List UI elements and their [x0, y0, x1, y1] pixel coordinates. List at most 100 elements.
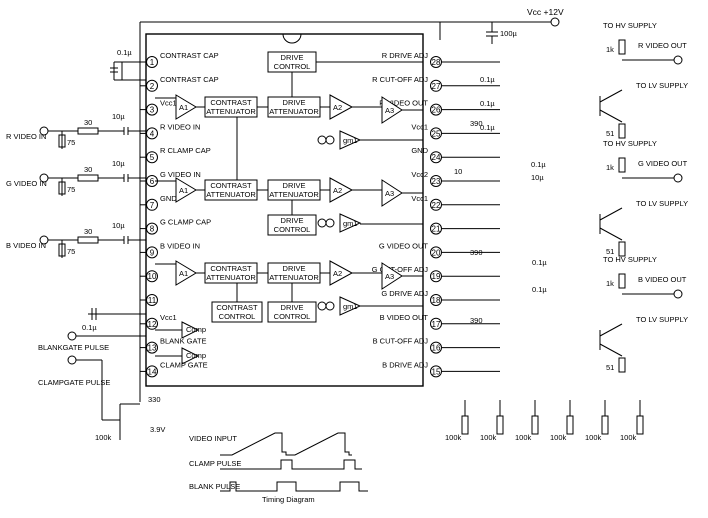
r100k-label: 100k: [620, 433, 637, 442]
pin-number: 12: [148, 320, 157, 329]
timing-diagram: VIDEO INPUT CLAMP PULSE BLANK PULSE Timi…: [189, 432, 368, 504]
svg-text:ATTENUATOR: ATTENUATOR: [269, 190, 319, 199]
cap-01u-right: 0.1µ: [480, 123, 495, 132]
pin-number: 15: [432, 367, 441, 376]
pin-number: 6: [150, 177, 155, 186]
pin-label: Vcc2: [411, 170, 428, 179]
a3-g: [381, 179, 403, 207]
to-lv-label: TO LV SUPPLY: [636, 81, 688, 90]
pin-label: Vcc1: [411, 194, 428, 203]
pin-5: [146, 151, 158, 164]
pin-11: [146, 294, 158, 306]
pin-number: 3: [150, 106, 155, 115]
r330-label: 330: [148, 395, 161, 404]
r30-label: 30: [84, 227, 92, 236]
pin-28: [430, 56, 442, 68]
pin-number: 14: [148, 367, 157, 376]
svg-text:DRIVE: DRIVE: [283, 98, 306, 107]
pin-17: [430, 317, 442, 330]
cap-01u-right: 0.1µ: [480, 99, 495, 108]
cap-10u-right: 10µ: [531, 173, 544, 182]
video-out-label: R VIDEO OUT: [638, 41, 687, 50]
pin-number: 19: [432, 272, 441, 281]
timing-title: Timing Diagram: [262, 495, 315, 504]
pin-number: 8: [150, 225, 155, 234]
pin-2: [146, 79, 158, 92]
pin-number: 2: [150, 82, 155, 91]
pot-100k: [566, 415, 574, 435]
pin-label: BLANK GATE: [160, 337, 207, 346]
pin-label: G DRIVE ADJ: [381, 289, 428, 298]
a1-label: A1: [179, 186, 188, 195]
pot-100k: [531, 415, 539, 435]
pin-number: 16: [432, 344, 441, 353]
r30-label: 30: [84, 165, 92, 174]
r1k-label: 1k: [606, 45, 614, 54]
blankgate-label: BLANKGATE PULSE: [38, 343, 109, 352]
comp-blank: [181, 321, 200, 339]
pin-number: 24: [432, 153, 441, 162]
pin-number: 13: [148, 344, 157, 353]
clampgate-label: CLAMPGATE PULSE: [38, 378, 110, 387]
ic-notch: [282, 33, 302, 44]
clampgate-terminal: [67, 355, 77, 365]
gm-label: gm1: [343, 302, 358, 311]
pin-23: [430, 175, 442, 187]
pin-label: CONTRAST CAP: [160, 75, 219, 84]
comp-blank-label: Comp: [186, 325, 206, 334]
gm-label: gm1: [343, 219, 358, 228]
r75-label: 75: [67, 138, 75, 147]
r75-label: 75: [67, 185, 75, 194]
pin-label: GND: [411, 146, 428, 155]
pin-4: [146, 127, 158, 140]
pin-20: [430, 246, 442, 259]
svg-text:DRIVE: DRIVE: [281, 216, 304, 225]
r75-label: 75: [67, 247, 75, 256]
a1-label: A1: [179, 103, 188, 112]
cap-01u-right: 0.1µ: [532, 285, 547, 294]
svg-text:CONTROL: CONTROL: [219, 312, 256, 321]
zener-label: 3.9V: [150, 425, 165, 434]
r10-label: 10: [454, 167, 462, 176]
r1k-label: 1k: [606, 279, 614, 288]
a1-label: A1: [179, 269, 188, 278]
pin-9: [146, 246, 158, 259]
gm-g: [339, 213, 362, 233]
pot-100k: [636, 415, 644, 435]
pin-number: 20: [432, 248, 441, 257]
r1k-label: 1k: [606, 163, 614, 172]
r100k-label: 100k: [585, 433, 602, 442]
ic-body: [145, 33, 424, 387]
to-lv-label: TO LV SUPPLY: [636, 315, 688, 324]
svg-text:CONTROL: CONTROL: [274, 312, 311, 321]
a3-label: A3: [385, 106, 394, 115]
pin-7: [146, 198, 158, 211]
video-out-label: B VIDEO OUT: [638, 275, 687, 284]
pin-21: [430, 222, 442, 235]
pin-22: [430, 198, 442, 211]
pin-26: [430, 103, 442, 116]
r100k-label: 100k: [550, 433, 567, 442]
r51-label: 51: [606, 129, 614, 138]
a3-b: [381, 262, 403, 290]
svg-text:ATTENUATOR: ATTENUATOR: [206, 107, 256, 116]
cap-01u-right: 0.1µ: [532, 258, 547, 267]
pin-18: [430, 294, 442, 306]
pin-label: G VIDEO OUT: [379, 241, 429, 250]
pin-number: 28: [432, 58, 441, 67]
svg-text:ATTENUATOR: ATTENUATOR: [269, 107, 319, 116]
pin-label: R CLAMP CAP: [160, 146, 211, 155]
r100k-label: 100k: [480, 433, 497, 442]
pin-label: G CLAMP CAP: [160, 218, 211, 227]
svg-text:CONTRAST: CONTRAST: [210, 264, 252, 273]
pin-number: 10: [148, 272, 157, 281]
pin-label: Vcc1: [160, 99, 177, 108]
svg-text:DRIVE: DRIVE: [281, 303, 304, 312]
video-out-terminal: [673, 289, 683, 299]
pin-number: 22: [432, 201, 441, 210]
pin-label: G VIDEO IN: [160, 170, 201, 179]
pin-label: R CUT-OFF ADJ: [372, 75, 428, 84]
pin-label: B DRIVE ADJ: [382, 360, 428, 369]
a1-g: [175, 177, 197, 203]
r100k-left: 100k: [95, 433, 112, 442]
